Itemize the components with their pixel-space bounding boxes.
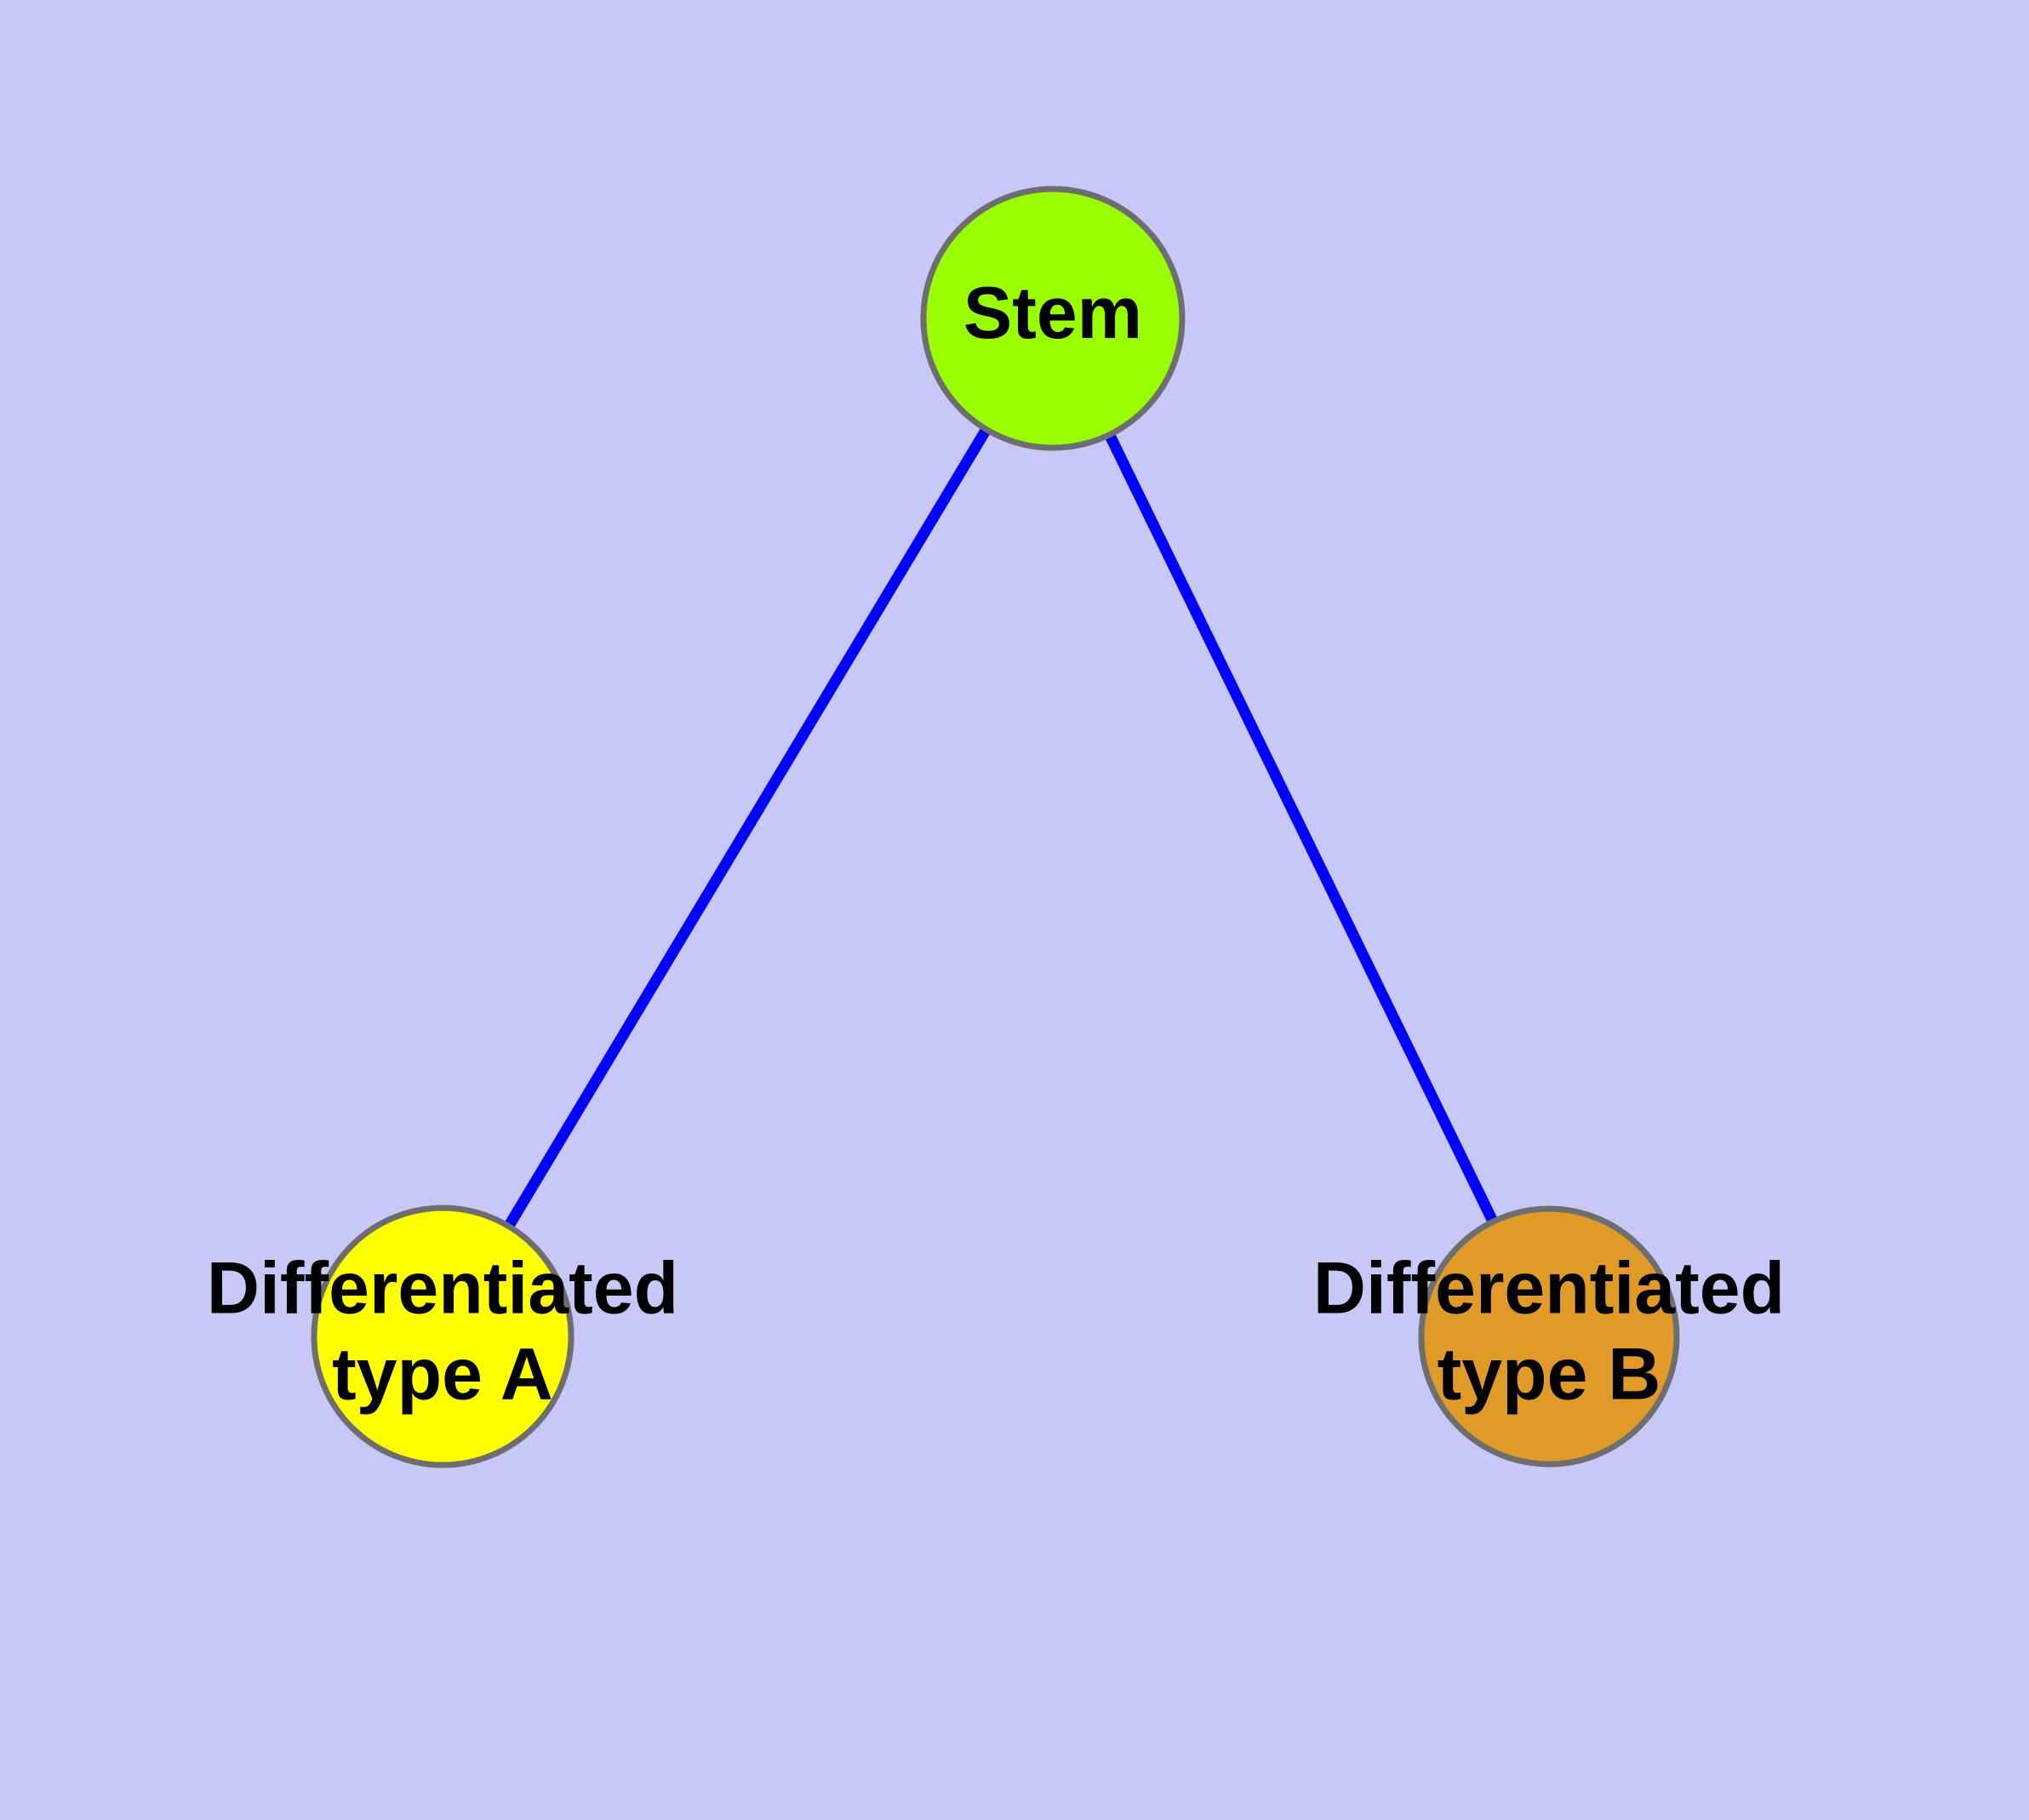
node-stem-label: Stem [963, 272, 1142, 354]
edges-layer [437, 315, 1554, 1340]
edge-stem-to-differentiated-type-a[interactable] [437, 315, 1058, 1340]
edge-stem-to-differentiated-type-b[interactable] [1048, 316, 1554, 1339]
node-differentiated-type-a-circle[interactable] [311, 1205, 574, 1468]
node-differentiated-type-b-circle[interactable] [1418, 1205, 1680, 1468]
node-stem-circle[interactable] [920, 186, 1186, 451]
node-stem[interactable]: Stem [920, 186, 1186, 451]
